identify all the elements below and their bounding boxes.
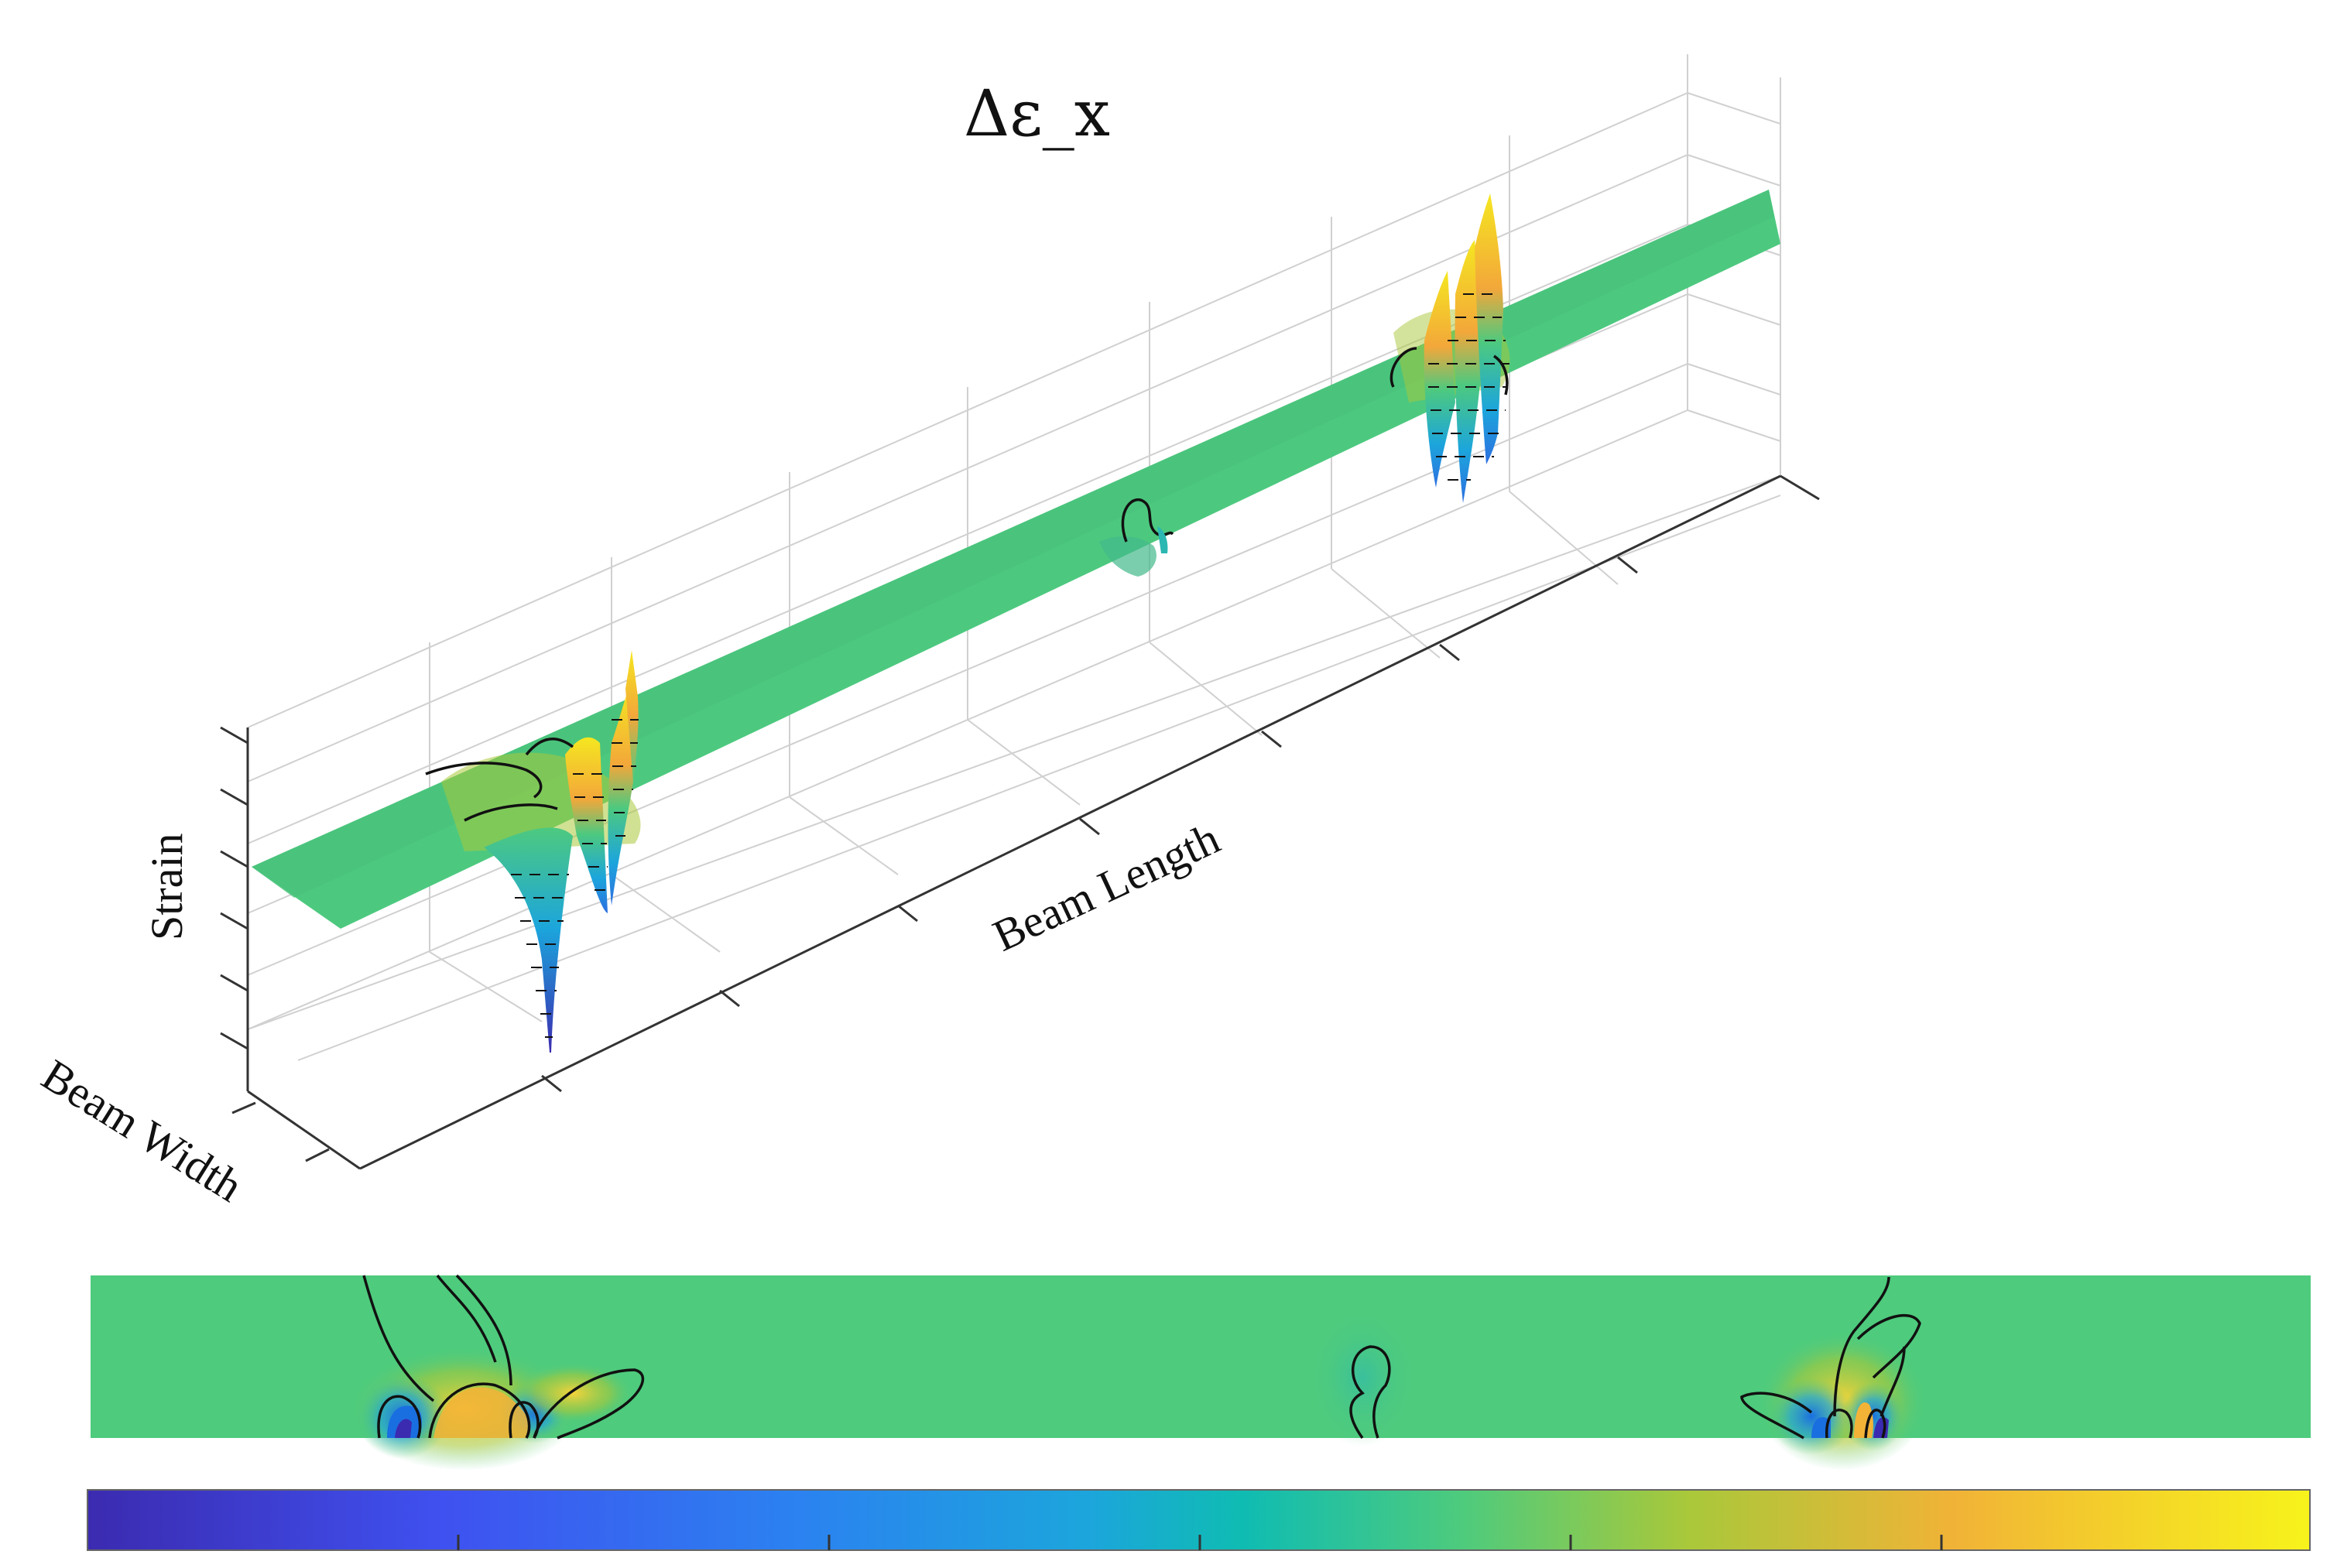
spike-positive-right-b: [1455, 240, 1482, 503]
spike-positive-right-tall: [1475, 193, 1503, 464]
x-axis-label: Beam Length: [985, 813, 1227, 961]
floor-grid: [247, 475, 1781, 1061]
spike-positive-right-a: [1424, 271, 1455, 488]
contour-map: [91, 1274, 2311, 1470]
spike-negative-large: [484, 827, 573, 1053]
y-axis-label: Beam Width: [33, 1049, 252, 1212]
right-disturbance: [1390, 193, 1510, 503]
colorbar-ticks: [457, 1535, 1943, 1550]
surface-plot: Δε_x Strain Beam Length Beam Width: [33, 54, 1820, 1212]
z-axis-label: Strain: [142, 833, 192, 940]
colorbar: [87, 1489, 2311, 1551]
axes: [220, 474, 1820, 1170]
spike-positive-left: [565, 737, 608, 913]
spike-positive-tall-left: [625, 650, 639, 782]
middle-disturbance: [1099, 498, 1174, 577]
plot-title: Δε_x: [964, 77, 1110, 151]
left-disturbance: [425, 650, 641, 1053]
